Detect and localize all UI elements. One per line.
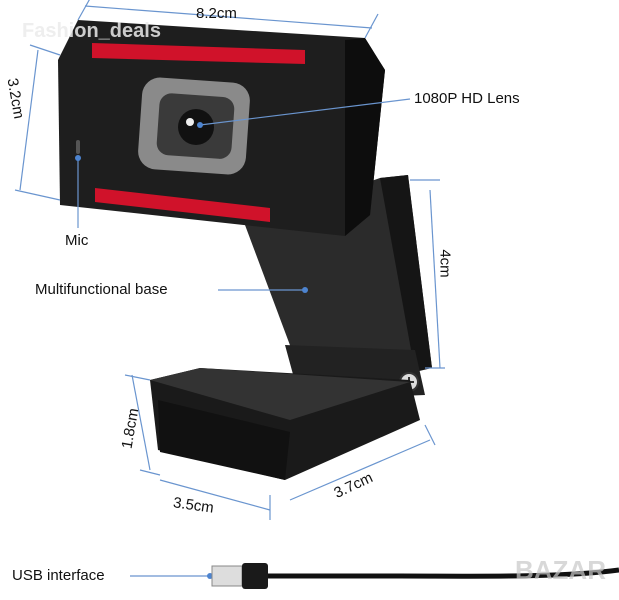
watermark-bazar: BAZAR [515,555,606,585]
lens [178,109,214,145]
usb-callout: USB interface [12,567,105,584]
width-dimension: 8.2cm [196,5,237,22]
dimension-lines [14,0,445,577]
red-stripe-bottom [95,188,270,222]
base-height-dimension: 4cm [436,249,454,278]
lens-callout: 1080P HD Lens [414,90,520,107]
usb-plug [211,565,243,587]
base-callout: Multifunctional base [35,281,168,298]
usb-cable [268,567,619,579]
mic-hole [76,140,80,154]
red-stripe-top [92,43,305,64]
mic-callout: Mic [65,232,89,249]
watermark-fashion-deals: Fashion_deals [22,20,161,42]
